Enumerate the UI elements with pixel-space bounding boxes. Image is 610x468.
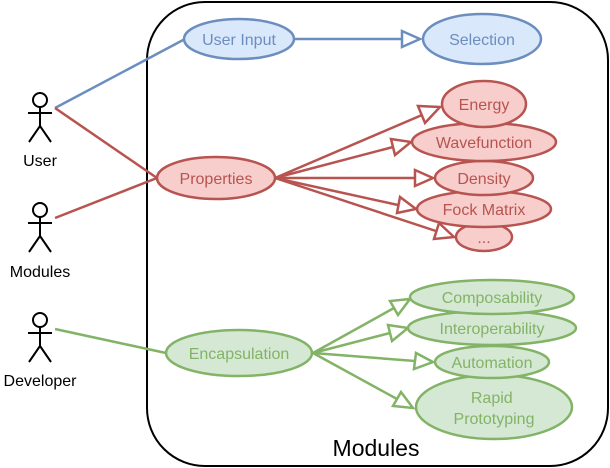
stick-figure-icon [28,92,52,143]
use-case-selection[interactable]: Selection [421,12,543,66]
use-case-composability-label: Composability [442,290,542,307]
actor-user[interactable]: User [23,92,58,170]
use-case-composability[interactable]: Composability [408,278,576,316]
use-case-automation-label: Automation [452,355,533,372]
use-case-fock-matrix[interactable]: Fock Matrix [415,189,553,229]
user-to-user-input-line [54,37,186,110]
use-case-wavefunction-label: Wavefunction [436,135,532,152]
use-case-energy[interactable]: Energy [440,79,528,129]
arrow-user-input-to-selection [293,29,424,49]
arrow-properties-to-energy [274,104,443,180]
arrow-encapsulation-to-automation [312,351,437,371]
arrow-properties-to-more [274,176,457,241]
arrow-encapsulation-to-rapid-prototyping [312,351,416,410]
developer-to-encapsulation-line [54,327,167,355]
arrow-properties-to-density [275,168,437,188]
use-case-more-label: ... [477,230,490,247]
rapid-line-1: Rapid [471,390,513,407]
arrow-encapsulation-to-interoperability [312,323,411,355]
actor-developer-label: Developer [4,373,78,390]
use-case-density-label: Density [457,171,510,188]
system-boundary-label: Modules [333,435,420,461]
use-case-user-input-label: User Input [202,32,276,49]
arrow-properties-to-fock-matrix [274,176,419,215]
system-boundary [146,1,609,467]
stick-figure-icon [28,202,52,253]
use-case-automation[interactable]: Automation [433,344,551,380]
arrow-properties-to-wavefunction [274,137,414,180]
use-case-energy-label: Energy [459,97,510,114]
actor-modules-label: Modules [10,264,70,281]
rapid-line-2: Prototyping [454,411,535,428]
user-to-properties-line [54,106,158,180]
use-case-interoperability-label: Interoperability [440,321,545,338]
use-case-properties[interactable]: Properties [155,155,277,201]
use-case-encapsulation[interactable]: Encapsulation [164,328,314,378]
use-case-selection-label: Selection [449,32,515,49]
use-case-interoperability[interactable]: Interoperability [406,309,578,347]
use-case-encapsulation-label: Encapsulation [189,346,290,363]
actor-user-label: User [23,153,57,170]
use-case-density[interactable]: Density [433,159,535,197]
use-case-wavefunction[interactable]: Wavefunction [410,121,558,163]
use-case-rapid-prototyping[interactable]: Rapid Prototyping [414,373,574,441]
modules-to-properties-line [54,176,158,220]
stick-figure-icon [28,312,52,363]
use-case-rapid-prototyping-label: Rapid Prototyping [454,390,535,428]
use-case-more[interactable]: ... [454,221,514,253]
arrow-encapsulation-to-composability [312,297,413,355]
use-case-user-input[interactable]: User Input [182,17,296,61]
use-case-fock-matrix-label: Fock Matrix [443,202,526,219]
actor-modules[interactable]: Modules [10,202,70,281]
use-case-properties-label: Properties [180,171,253,188]
actor-developer[interactable]: Developer [4,312,78,390]
